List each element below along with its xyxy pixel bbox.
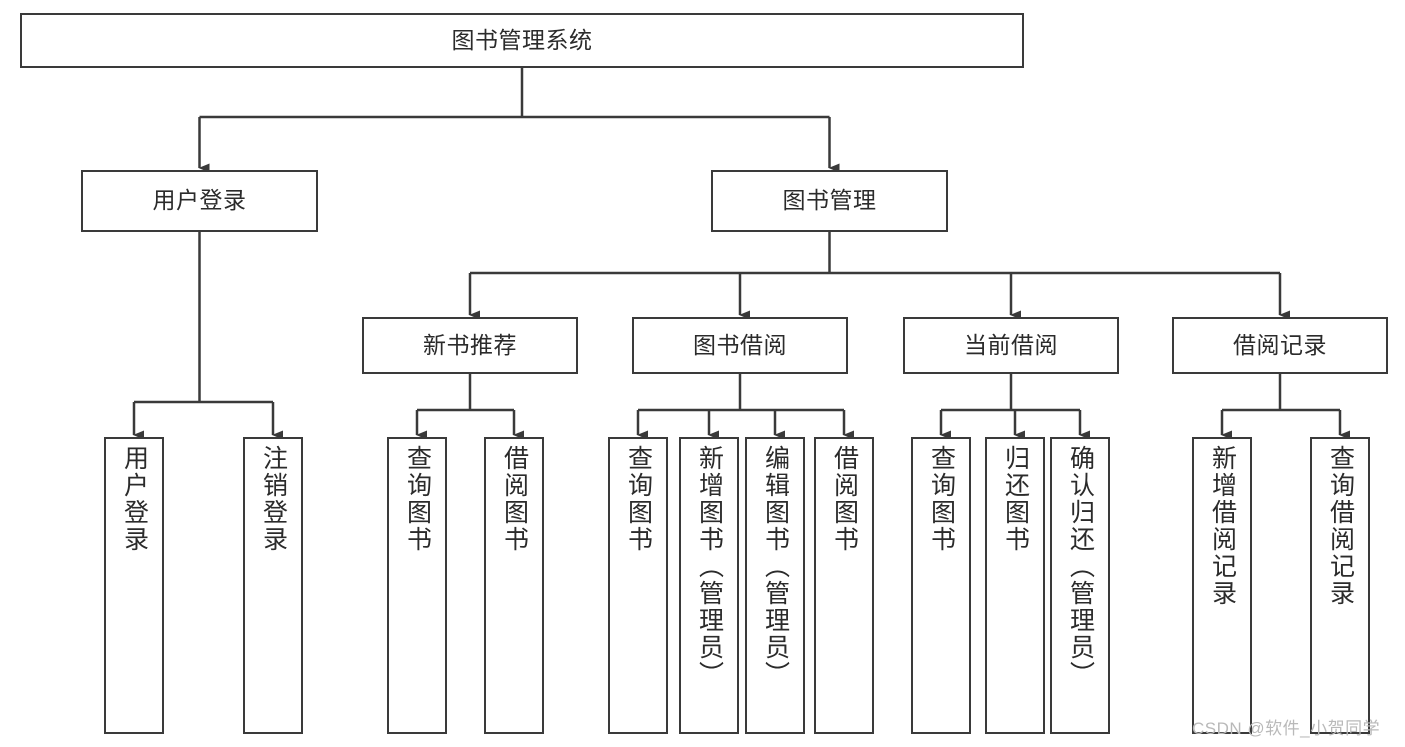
leaf-node-7[interactable]: 借阅图书 [814,437,874,734]
branch-node-l2-1[interactable]: 图书管理 [711,170,948,232]
leaf-node-1-label: 注销登录 [259,445,288,553]
leaf-node-10-label: 确认归还（管理员） [1066,445,1095,688]
leaf-node-11[interactable]: 新增借阅记录 [1192,437,1252,734]
leaf-node-7-label: 借阅图书 [830,445,859,553]
leaf-node-3[interactable]: 借阅图书 [484,437,544,734]
root-node-label: 图书管理系统 [451,26,593,53]
leaf-node-11-label: 新增借阅记录 [1208,445,1237,607]
leaf-node-4[interactable]: 查询图书 [608,437,668,734]
branch-node-l2-0-label: 用户登录 [152,187,247,214]
leaf-node-5-label: 新增图书（管理员） [695,445,724,688]
leaf-node-6[interactable]: 编辑图书（管理员） [745,437,805,734]
branch-node-l3-0-label: 新书推荐 [423,331,517,358]
leaf-node-12[interactable]: 查询借阅记录 [1310,437,1370,734]
leaf-node-4-label: 查询图书 [624,445,653,553]
branch-node-l3-2-label: 当前借阅 [964,331,1058,358]
branch-node-l2-0[interactable]: 用户登录 [81,170,318,232]
leaf-node-6-label: 编辑图书（管理员） [761,445,790,688]
leaf-node-2[interactable]: 查询图书 [387,437,447,734]
leaf-node-8[interactable]: 查询图书 [911,437,971,734]
leaf-node-1[interactable]: 注销登录 [243,437,303,734]
branch-node-l3-2[interactable]: 当前借阅 [903,317,1119,374]
leaf-node-12-label: 查询借阅记录 [1326,445,1355,607]
branch-node-l2-1-label: 图书管理 [782,187,877,214]
branch-node-l3-1-label: 图书借阅 [693,331,787,358]
leaf-node-2-label: 查询图书 [403,445,432,553]
branch-node-l3-1[interactable]: 图书借阅 [632,317,848,374]
leaf-node-10[interactable]: 确认归还（管理员） [1050,437,1110,734]
branch-node-l3-0[interactable]: 新书推荐 [362,317,578,374]
leaf-node-5[interactable]: 新增图书（管理员） [679,437,739,734]
leaf-node-9-label: 归还图书 [1001,445,1030,553]
root-node[interactable]: 图书管理系统 [20,13,1024,68]
branch-node-l3-3[interactable]: 借阅记录 [1172,317,1388,374]
leaf-node-3-label: 借阅图书 [500,445,529,553]
leaf-node-0[interactable]: 用户登录 [104,437,164,734]
leaf-node-0-label: 用户登录 [120,445,149,553]
leaf-node-8-label: 查询图书 [927,445,956,553]
branch-node-l3-3-label: 借阅记录 [1233,331,1327,358]
leaf-node-9[interactable]: 归还图书 [985,437,1045,734]
